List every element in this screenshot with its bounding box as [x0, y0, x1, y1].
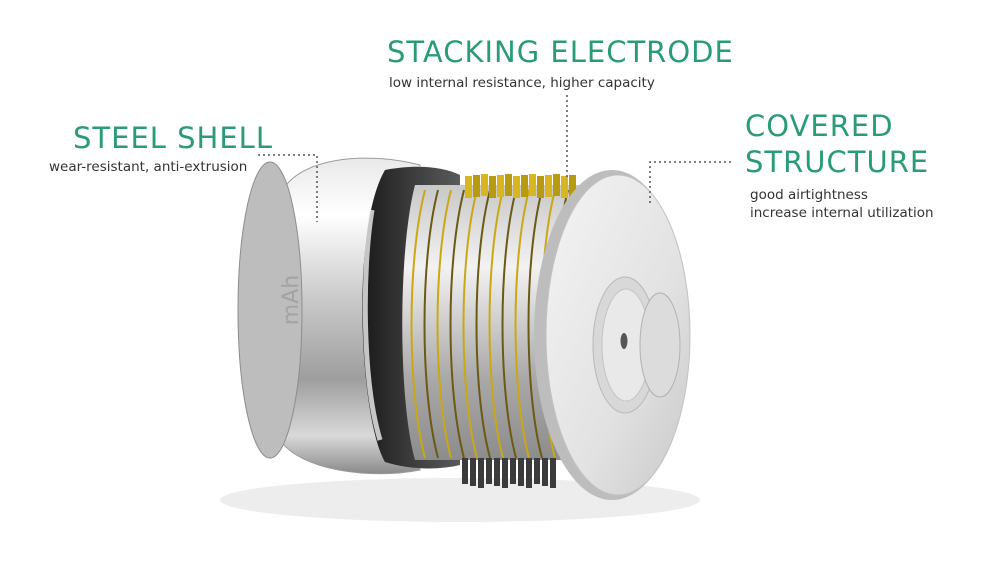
electrode-tab	[545, 175, 552, 197]
covered-structure-description-line2: increase internal utilization	[750, 205, 934, 221]
electrode-tab	[553, 174, 560, 196]
steel-shell-description: wear-resistant, anti-extrusion	[49, 159, 248, 175]
electrode-tab	[537, 176, 544, 198]
electrode-tabs-bottom	[462, 458, 556, 488]
electrode-tab	[497, 175, 504, 197]
electrode-tab	[473, 175, 480, 197]
electrode-tab	[518, 458, 524, 486]
inner-can-highlight	[362, 209, 383, 441]
leader-lines	[258, 95, 731, 222]
ground-shadow	[220, 478, 700, 522]
electrode-tab	[462, 458, 468, 484]
cap-hole	[620, 333, 628, 349]
electrode-tab	[529, 174, 536, 196]
electrode-tab	[478, 458, 484, 488]
electrode-tab	[513, 176, 520, 198]
electrode-layer	[501, 189, 517, 459]
electrode-tab	[489, 176, 496, 198]
electrode-tab	[510, 458, 516, 484]
stacking-electrode-description: low internal resistance, higher capacity	[389, 75, 655, 91]
covered-structure-title-line1: COVERED	[745, 109, 894, 143]
electrode-tab	[534, 458, 540, 484]
electrode-layer	[475, 189, 491, 459]
electrode-tab	[465, 176, 472, 198]
electrode-tab	[569, 175, 576, 197]
leader-covered	[649, 161, 731, 204]
electrode-tab	[505, 174, 512, 196]
electrode-tab	[502, 458, 508, 488]
electrode-tab	[561, 176, 568, 198]
electrode-tab	[494, 458, 500, 486]
electrode-tabs-top	[465, 174, 576, 198]
electrode-tab	[481, 174, 488, 196]
terminal-disc	[639, 292, 681, 398]
electrode-tab	[542, 458, 548, 486]
electrode-layer	[423, 189, 439, 459]
electrode-tab	[521, 175, 528, 197]
electrode-layer	[488, 189, 504, 459]
covered-structure-description-line1: good airtightness	[750, 187, 868, 203]
covered-structure-title-line2: STRUCTURE	[745, 145, 930, 179]
steel-shell-edge	[237, 161, 303, 459]
shell-engraving: mAh	[279, 275, 304, 325]
electrode-layer	[462, 189, 478, 459]
electrode-layer	[514, 189, 530, 459]
electrode-tab	[470, 458, 476, 486]
electrode-tab	[526, 458, 532, 488]
stacking-electrode-title: STACKING ELECTRODE	[387, 35, 734, 69]
electrode-tab	[550, 458, 556, 488]
electrode-layer	[527, 189, 543, 459]
electrode-tab	[486, 458, 492, 484]
electrode-layer	[436, 189, 452, 459]
electrode-layer	[410, 189, 426, 459]
electrode-layer	[449, 189, 465, 459]
steel-shell-title: STEEL SHELL	[73, 121, 273, 155]
